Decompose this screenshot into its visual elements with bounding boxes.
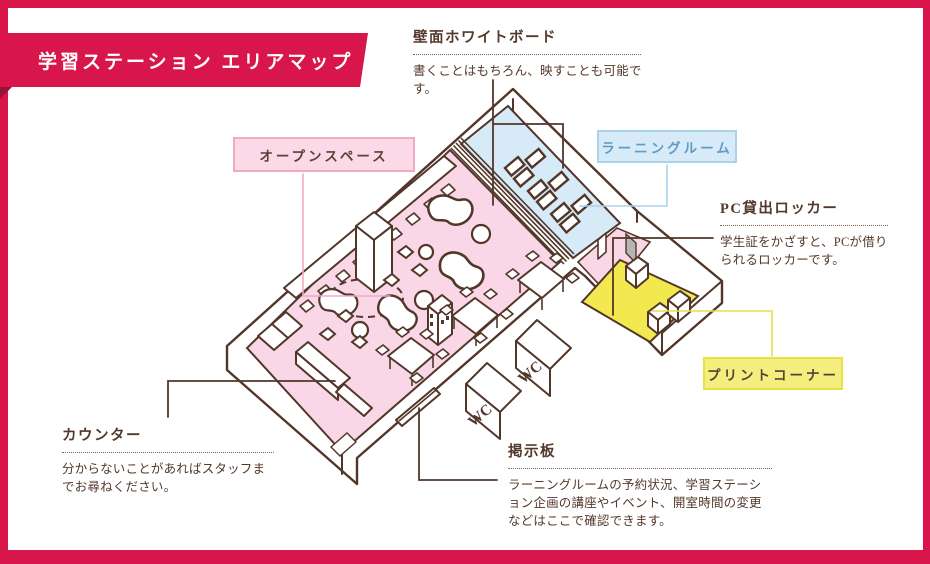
wall-edges [341, 98, 638, 475]
annotation-bulletin-title: 掲示板 [508, 440, 772, 469]
label-print-corner: プリントコーナー [703, 357, 843, 390]
wall-whiteboard [450, 137, 575, 265]
frame-bottom [0, 550, 930, 564]
study-tables [375, 250, 580, 386]
annotation-whiteboard: 壁面ホワイトボード 書くことはもちろん、映すことも可能です。 [413, 26, 641, 98]
wc-rooms: WC WC [465, 319, 572, 440]
annotation-bulletin: 掲示板 ラーニングルームの予約状況、学習ステーション企画の講座やイベント、開室時… [508, 440, 772, 530]
title-ribbon: 学習ステーション エリアマップ [0, 33, 368, 87]
door-panel [597, 232, 607, 260]
annotation-pc-locker: PC貸出ロッカー 学生証をかざすと、PCが借りられるロッカーです。 [720, 197, 888, 269]
label-open-space: オープンスペース [233, 137, 415, 172]
annotation-counter-body: 分からないことがあればスタッフまでお尋ねください。 [62, 462, 266, 494]
leader-lines [167, 79, 773, 481]
page-title: 学習ステーション エリアマップ [38, 51, 354, 73]
bulletin-board [395, 387, 441, 427]
shelf-tower [328, 211, 404, 318]
frame-right [923, 0, 930, 564]
entrance-door [329, 432, 358, 457]
frame-top [0, 0, 930, 8]
floor-cushions [318, 244, 429, 350]
learning-room-tables [503, 147, 593, 235]
annotation-pc-locker-title: PC貸出ロッカー [720, 197, 888, 226]
annotation-counter-title: カウンター [62, 424, 274, 453]
label-print-corner-text: プリントコーナー [707, 367, 839, 383]
annotation-pc-locker-body: 学生証をかざすと、PCが借りられるロッカーです。 [720, 235, 888, 267]
label-learning-room: ラーニングルーム [597, 130, 737, 163]
label-learning-room-text: ラーニングルーム [601, 140, 733, 156]
frame-left [0, 0, 8, 564]
annotation-whiteboard-title: 壁面ホワイトボード [413, 26, 641, 55]
vending-box [427, 294, 453, 346]
annotation-bulletin-body: ラーニングルームの予約状況、学習ステーション企画の講座やイベント、開室時間の変更… [508, 478, 762, 528]
label-open-space-text: オープンスペース [259, 148, 389, 164]
annotation-counter: カウンター 分からないことがあればスタッフまでお尋ねください。 [62, 424, 274, 496]
annotation-whiteboard-body: 書くことはもちろん、映すことも可能です。 [413, 64, 642, 96]
window-counter-tables [283, 155, 457, 313]
reception-counter [257, 311, 373, 417]
